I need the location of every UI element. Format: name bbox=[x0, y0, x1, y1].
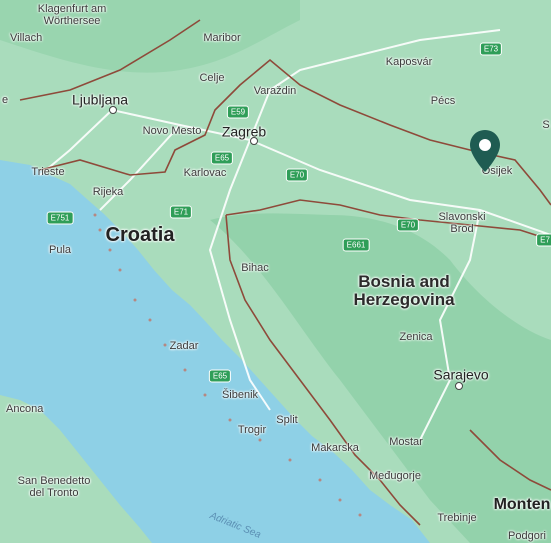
label-edge-s: S bbox=[542, 119, 550, 131]
map-pin-icon[interactable] bbox=[468, 128, 502, 174]
islands bbox=[93, 213, 362, 517]
label-pecs: Pécs bbox=[430, 95, 456, 107]
label-zagreb: Zagreb bbox=[221, 123, 267, 140]
label-varazdin: Varaždin bbox=[253, 85, 297, 97]
label-ljubljana: Ljubljana bbox=[71, 91, 129, 108]
road-shield: E661 bbox=[343, 239, 369, 251]
label-trieste: Trieste bbox=[31, 166, 65, 178]
label-mostar: Mostar bbox=[389, 436, 423, 448]
road-shield: E70 bbox=[397, 219, 419, 231]
label-karlovac: Karlovac bbox=[183, 167, 227, 179]
road-shield: E70 bbox=[286, 169, 308, 181]
label-podgorica: Podgori bbox=[508, 530, 546, 542]
label-medjugorje: Međugorje bbox=[369, 470, 421, 482]
label-zenica: Zenica bbox=[399, 331, 433, 343]
label-trebinje: Trebinje bbox=[437, 512, 477, 524]
city-dot-sarajevo bbox=[455, 382, 463, 390]
road-shield: E751 bbox=[47, 212, 73, 224]
label-makarska: Makarska bbox=[311, 442, 359, 454]
label-celje: Celje bbox=[199, 72, 225, 84]
city-dot-ljubljana bbox=[109, 106, 117, 114]
label-sarajevo: Sarajevo bbox=[433, 366, 489, 383]
label-maribor: Maribor bbox=[203, 32, 241, 44]
road-shield: E65 bbox=[209, 370, 231, 382]
hills-north bbox=[0, 0, 300, 73]
label-novo-mesto: Novo Mesto bbox=[142, 125, 202, 137]
label-rijeka: Rijeka bbox=[92, 186, 124, 198]
road-shield: E71 bbox=[170, 206, 192, 218]
label-montenegro: Monten bbox=[493, 496, 551, 513]
roads bbox=[39, 29, 551, 441]
label-ancona: Ancona bbox=[6, 403, 44, 415]
hills bbox=[210, 213, 551, 543]
label-villach: Villach bbox=[10, 32, 43, 44]
road-shield: E73 bbox=[480, 43, 502, 55]
label-sibenik: Šibenik bbox=[221, 389, 259, 401]
road-shield: E7 bbox=[537, 234, 551, 246]
label-kaposvar: Kaposvár bbox=[385, 56, 433, 68]
label-edge-east: e bbox=[1, 94, 9, 106]
label-pula: Pula bbox=[48, 244, 72, 256]
label-bihac: Bihac bbox=[241, 262, 269, 274]
label-split: Split bbox=[276, 414, 298, 426]
label-croatia: Croatia bbox=[105, 224, 175, 246]
road-shield: E65 bbox=[211, 152, 233, 164]
road-shield: E59 bbox=[227, 106, 249, 118]
label-zadar: Zadar bbox=[169, 340, 199, 352]
city-dot-zagreb bbox=[250, 137, 258, 145]
italy-land bbox=[0, 395, 152, 543]
label-trogir: Trogir bbox=[237, 424, 267, 436]
label-osijek: Osijek bbox=[481, 165, 513, 177]
